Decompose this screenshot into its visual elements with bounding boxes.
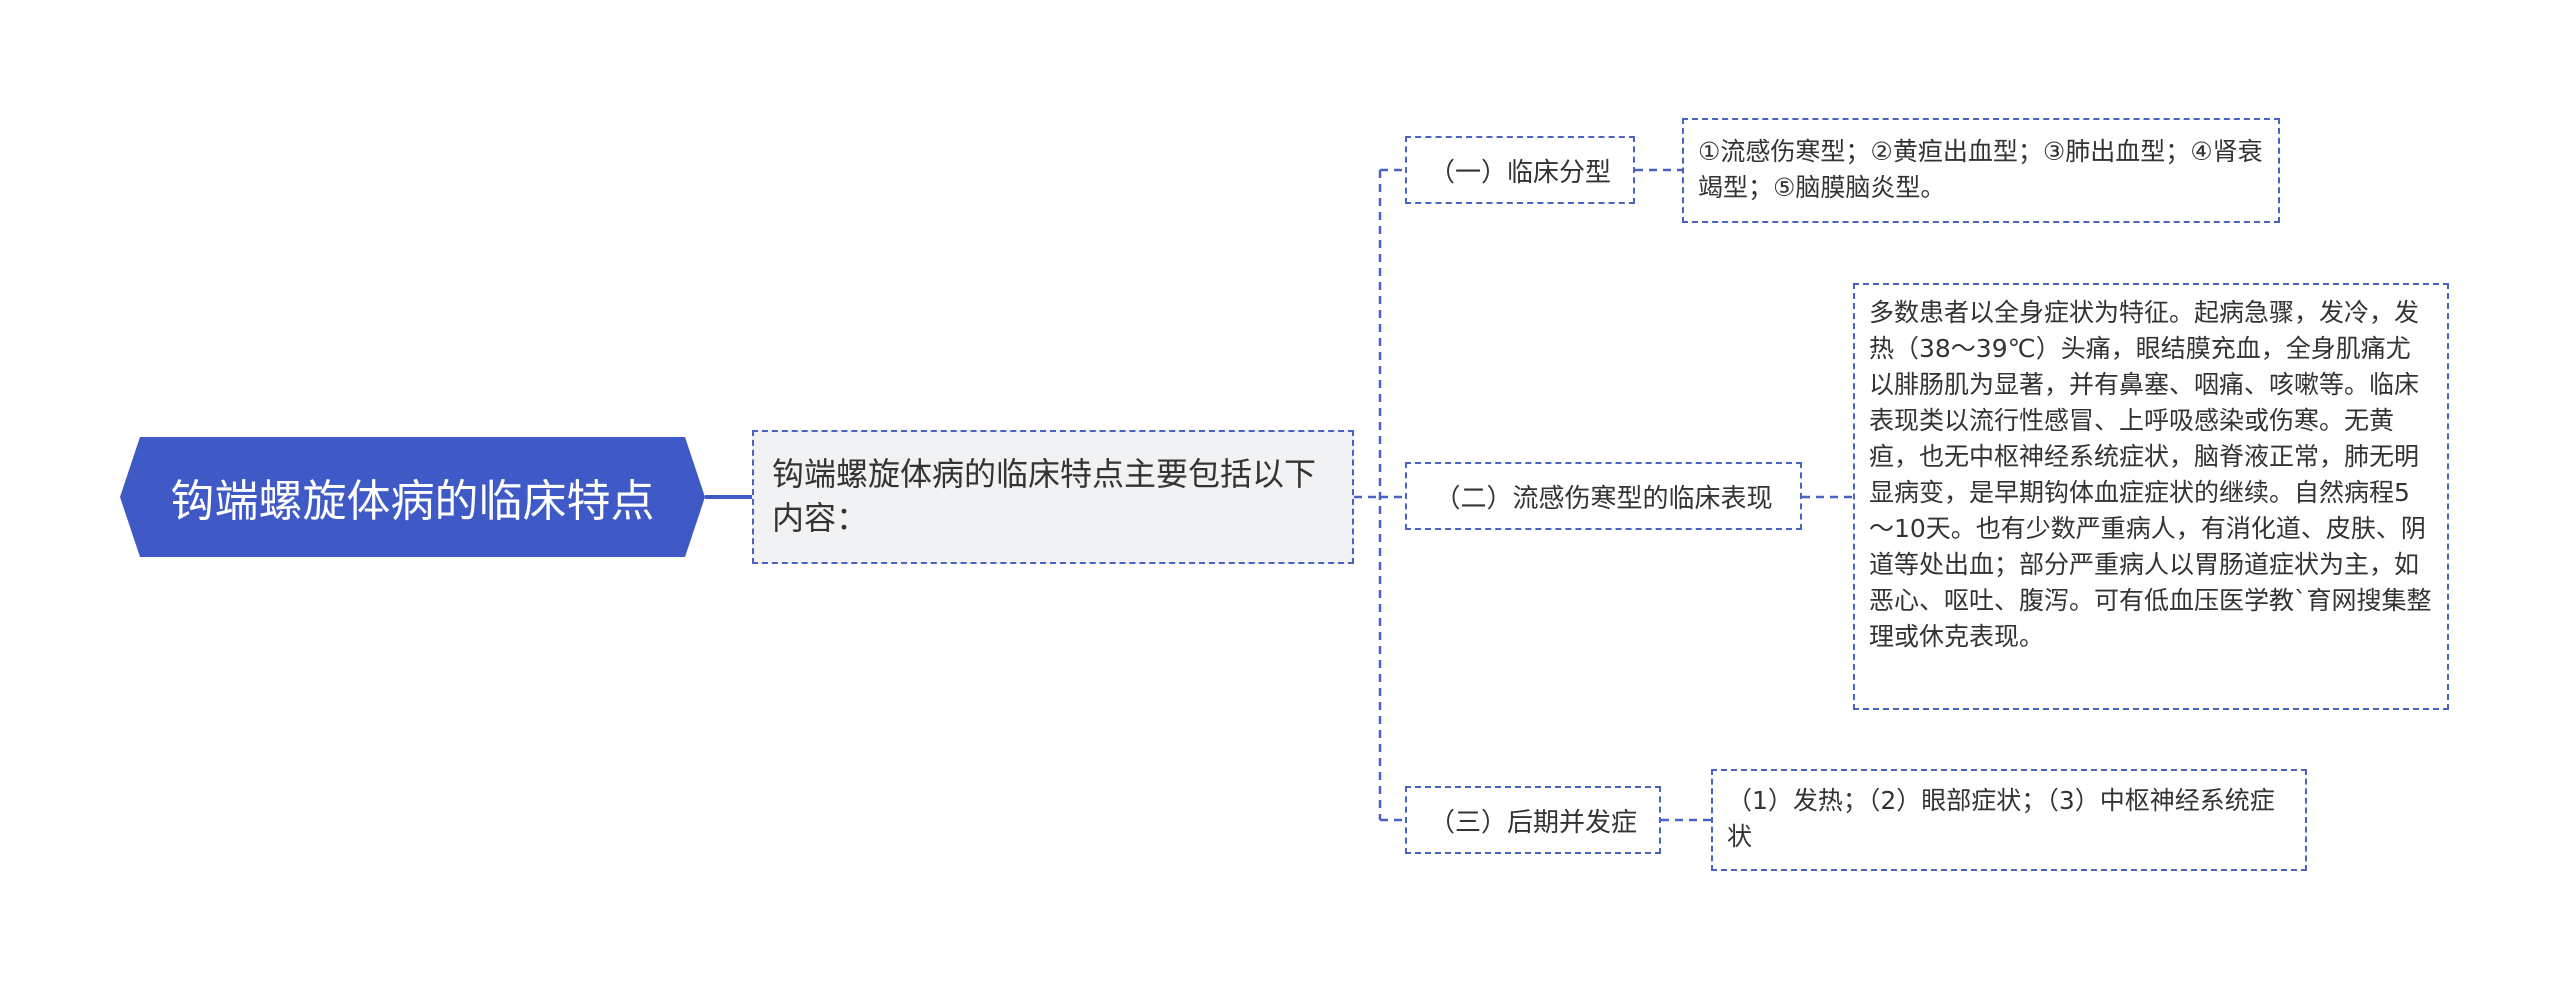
summary-topic[interactable]: 钩端螺旋体病的临床特点主要包括以下内容： [752,430,1354,564]
branch-label: （一）临床分型 [1428,157,1611,188]
branch-late-complications[interactable]: （三）后期并发症 [1405,786,1661,854]
summary-topic-label: 钩端螺旋体病的临床特点主要包括以下内容： [772,455,1317,537]
detail-clinical-types[interactable]: ①流感伤寒型；②黄疸出血型；③肺出血型；④肾衰竭型；⑤脑膜脑炎型。 [1682,118,2280,223]
detail-flu-typhoid-manifestations[interactable]: 多数患者以全身症状为特征。起病急骤，发冷，发热（38～39℃）头痛，眼结膜充血，… [1853,283,2449,710]
root-topic[interactable]: 钩端螺旋体病的临床特点 [120,437,705,557]
branch-flu-typhoid-manifestations[interactable]: （二）流感伤寒型的临床表现 [1405,462,1802,530]
branch-label: （三）后期并发症 [1428,807,1637,838]
detail-text: 多数患者以全身症状为特征。起病急骤，发冷，发热（38～39℃）头痛，眼结膜充血，… [1869,298,2432,651]
detail-text: （1）发热；（2）眼部症状；（3）中枢神经系统症状 [1727,786,2275,851]
branch-label: （二）流感伤寒型的临床表现 [1434,483,1773,514]
detail-text: ①流感伤寒型；②黄疸出血型；③肺出血型；④肾衰竭型；⑤脑膜脑炎型。 [1698,137,2263,202]
detail-late-complications[interactable]: （1）发热；（2）眼部症状；（3）中枢神经系统症状 [1711,769,2307,871]
summary-to-branches-link [1354,168,1405,822]
root-topic-label: 钩端螺旋体病的临床特点 [170,476,655,527]
branch-clinical-types[interactable]: （一）临床分型 [1405,136,1635,204]
